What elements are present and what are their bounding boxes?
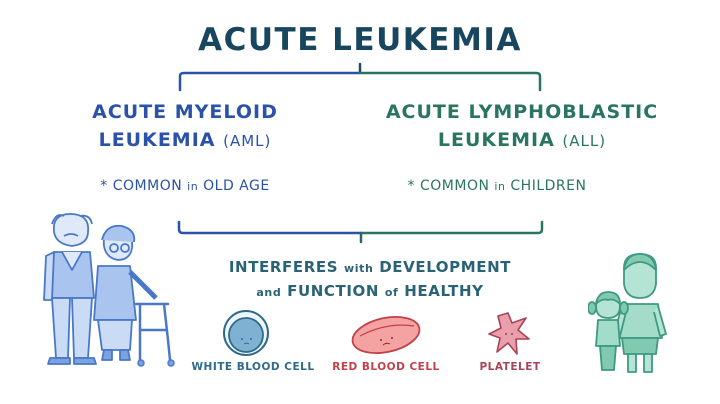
interferes-text: INTERFERES with DEVELOPMENT and FUNCTION… xyxy=(228,258,512,300)
white-blood-cell-label: WHITE BLOOD CELL xyxy=(191,361,315,373)
children-illustration xyxy=(588,253,667,373)
elderly-couple-illustration xyxy=(43,213,175,367)
all-note: * COMMON in CHILDREN xyxy=(407,178,587,194)
aml-heading-line2: LEUKEMIA xyxy=(98,129,216,151)
diagram-title: ACUTE LEUKEMIA xyxy=(198,22,522,58)
asterisk-icon: * xyxy=(407,178,416,194)
asterisk-icon: * xyxy=(100,178,108,194)
aml-heading: ACUTE MYELOID LEUKEMIA (AML) xyxy=(70,98,300,155)
all-abbreviation: (ALL) xyxy=(562,132,607,150)
red-blood-cell-icon xyxy=(351,316,421,354)
platelet-icon xyxy=(488,312,530,355)
all-heading-line1: ACUTE LYMPHOBLASTIC xyxy=(385,101,659,123)
aml-heading-line1: ACUTE MYELOID xyxy=(92,101,278,123)
aml-note: * COMMON in OLD AGE xyxy=(100,178,270,194)
platelet-label: PLATELET xyxy=(479,361,541,373)
white-blood-cell-icon xyxy=(223,310,269,356)
aml-abbreviation: (AML) xyxy=(223,132,272,150)
all-heading-line2: LEUKEMIA xyxy=(437,129,555,151)
red-blood-cell-label: RED BLOOD CELL xyxy=(332,361,440,373)
all-heading: ACUTE LYMPHOBLASTIC LEUKEMIA (ALL) xyxy=(372,98,672,155)
